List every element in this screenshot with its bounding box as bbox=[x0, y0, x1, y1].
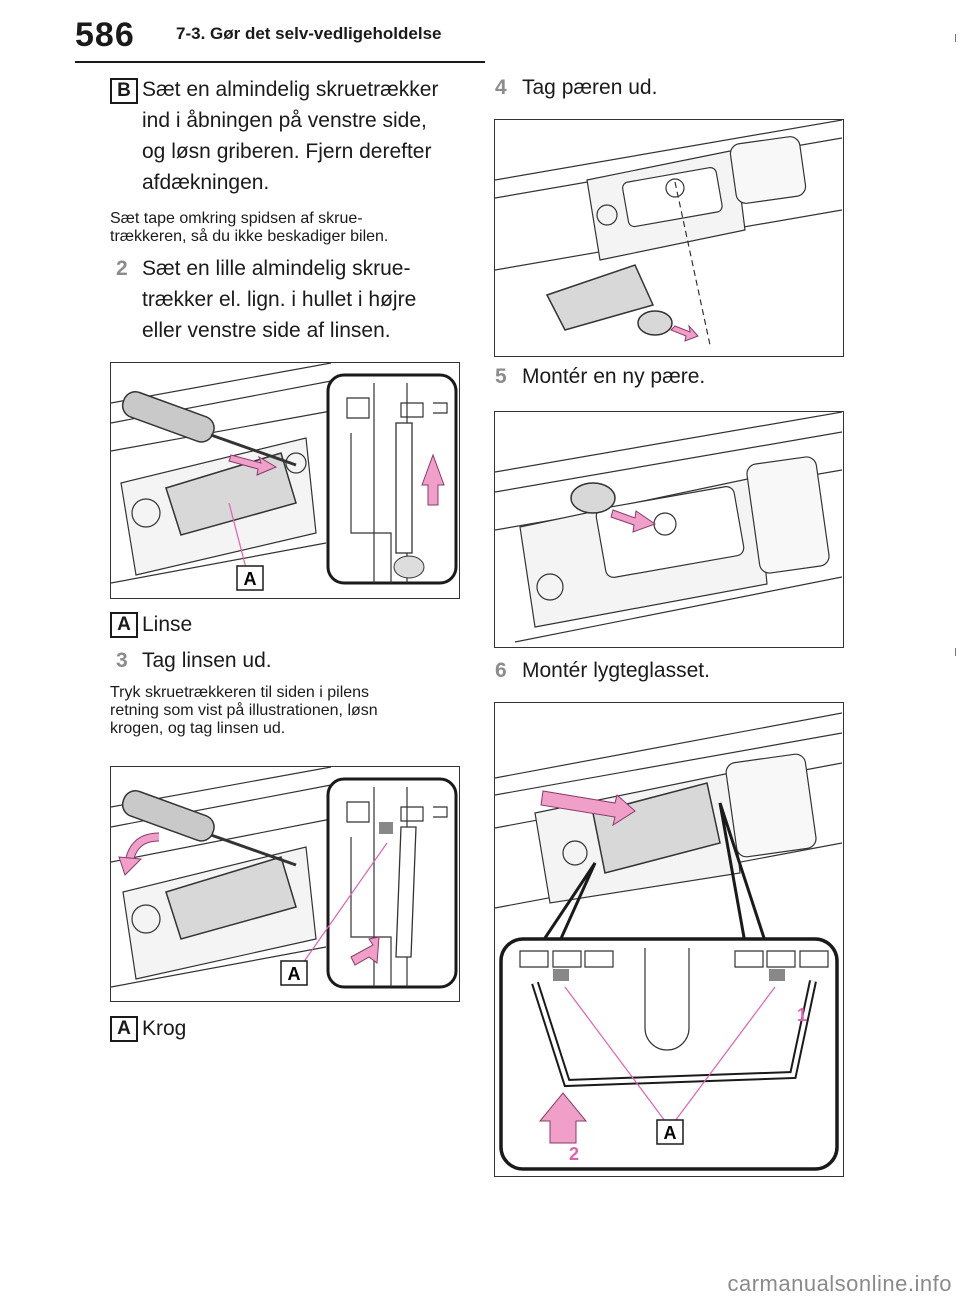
figure-remove-lens: A bbox=[110, 766, 460, 1002]
legend-2-key-box: A bbox=[110, 1016, 138, 1042]
detail-inset bbox=[326, 373, 458, 585]
slide-arrow bbox=[540, 790, 636, 827]
figure-insert-screwdriver: A bbox=[110, 362, 460, 599]
pull-arrow bbox=[670, 324, 699, 342]
label-a-box bbox=[656, 1119, 684, 1145]
step-6-text: Montér lygteglasset. bbox=[522, 659, 710, 682]
crop-mark bbox=[955, 648, 956, 656]
detail-inset bbox=[499, 937, 839, 1171]
leader-line-right bbox=[674, 986, 776, 1122]
leader-line-left bbox=[564, 986, 666, 1122]
up-arrow bbox=[421, 453, 445, 506]
watermark: carmanualsonline.info bbox=[727, 1271, 952, 1296]
step-2-line: Sæt en lille almindelig skrue- bbox=[142, 257, 411, 280]
figure-install-lens: A 1 2 bbox=[494, 702, 844, 1177]
b-line: og løsn griberen. Fjern derefter bbox=[142, 140, 432, 163]
lens bbox=[165, 856, 297, 940]
legend-1-key: A bbox=[110, 612, 138, 638]
detail-inset bbox=[326, 777, 458, 989]
b-line: afdækningen. bbox=[142, 171, 270, 194]
figure-remove-bulb bbox=[494, 119, 844, 357]
push-up-arrow bbox=[538, 1092, 588, 1144]
step-3-text: Tag linsen ud. bbox=[142, 649, 272, 672]
figure-install-bulb bbox=[494, 411, 844, 648]
removal-path bbox=[674, 181, 711, 346]
push-arrow bbox=[228, 454, 278, 476]
label-a: A bbox=[664, 1123, 677, 1143]
b-note: Sæt tape omkring spidsen af skrue- trækk… bbox=[110, 210, 480, 246]
step-6-number: 6 bbox=[495, 659, 507, 682]
screwdriver bbox=[121, 391, 297, 467]
step-3-note: Tryk skruetrækkeren til siden i pilens r… bbox=[110, 684, 480, 738]
step-2-number: 2 bbox=[116, 257, 128, 280]
note-line: Sæt tape omkring spidsen af skrue- bbox=[110, 210, 363, 227]
illustration-bulb-in bbox=[494, 411, 843, 643]
illustration-lens-screwdriver: A bbox=[110, 362, 458, 591]
hook bbox=[379, 822, 393, 834]
screwdriver-tip bbox=[395, 826, 417, 958]
crop-mark bbox=[955, 34, 956, 42]
new-bulb bbox=[570, 482, 616, 514]
note-line: retning som vist på illustrationen, løsn bbox=[110, 702, 378, 719]
step-2-text: Sæt en lille almindelig skrue- trækker e… bbox=[142, 253, 472, 346]
b-line: ind i åbningen på venstre side, bbox=[142, 109, 427, 132]
hook-left bbox=[553, 969, 569, 981]
step-4-number: 4 bbox=[495, 76, 507, 99]
illustration-lens-install: A 1 2 bbox=[494, 712, 843, 1171]
label-a: A bbox=[288, 964, 301, 984]
leader-line bbox=[228, 502, 247, 569]
hook-right bbox=[769, 969, 785, 981]
legend-1-text: Linse bbox=[142, 613, 193, 636]
bulb bbox=[637, 310, 673, 336]
insert-arrow bbox=[610, 509, 657, 533]
step-callout-2: 2 bbox=[569, 1144, 579, 1164]
step-5-number: 5 bbox=[495, 365, 507, 388]
label-a-box bbox=[236, 565, 264, 591]
step-callout-1: 1 bbox=[797, 1005, 807, 1025]
screwdriver-handle bbox=[393, 555, 425, 579]
note-line: trækkeren, så du ikke beskadiger bilen. bbox=[110, 228, 389, 245]
screwdriver bbox=[121, 790, 215, 842]
step-4-text: Tag pæren ud. bbox=[522, 76, 658, 99]
legend-1-key-box: A bbox=[110, 612, 138, 638]
screwdriver-tip bbox=[395, 422, 413, 554]
illustration-hook-release: A bbox=[110, 766, 458, 989]
step-2-line: trækker el. lign. i hullet i højre bbox=[142, 288, 417, 311]
push-arrow bbox=[350, 936, 380, 966]
label-a: A bbox=[244, 569, 257, 589]
legend-2-key: A bbox=[110, 1016, 138, 1042]
section-title: 7-3. Gør det selv-vedligeholdelse bbox=[176, 24, 442, 43]
header-rule bbox=[75, 61, 485, 63]
label-a-box bbox=[280, 960, 308, 986]
note-line: krogen, og tag linsen ud. bbox=[110, 720, 286, 737]
step-3-number: 3 bbox=[116, 649, 128, 672]
step-2-line: eller venstre side af linsen. bbox=[142, 319, 391, 342]
b-line: Sæt en almindelig skruetrækker bbox=[142, 78, 439, 101]
removed-lens bbox=[545, 264, 655, 331]
step-5-text: Montér en ny pære. bbox=[522, 365, 706, 388]
note-line: Tryk skruetrækkeren til siden i pilens bbox=[110, 684, 370, 701]
b-label-box: B bbox=[110, 78, 138, 104]
illustration-bulb-out bbox=[494, 119, 843, 346]
leader-line bbox=[302, 842, 388, 964]
b-label: B bbox=[110, 78, 138, 104]
legend-2-text: Krog bbox=[142, 1017, 187, 1040]
page-number: 586 bbox=[75, 16, 135, 54]
b-instruction: Sæt en almindelig skruetrækker ind i åbn… bbox=[142, 74, 472, 198]
